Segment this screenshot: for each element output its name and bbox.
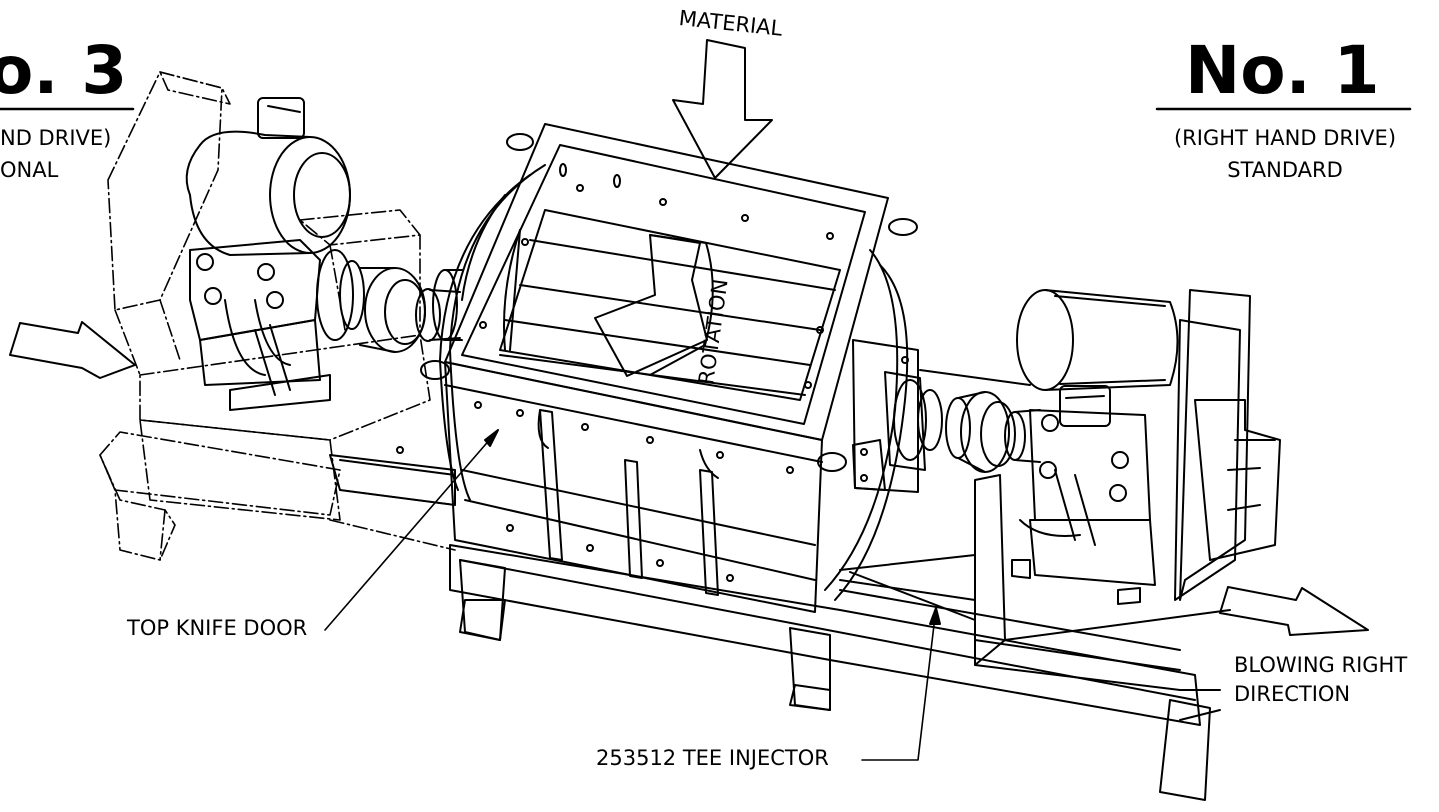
right-drive-title: No. 1	[1185, 32, 1380, 109]
top-knife-door-leader	[324, 429, 499, 631]
left-coupling	[316, 249, 461, 353]
right-bearing-plate	[852, 339, 943, 493]
left-drive-description-1: ND DRIVE)	[0, 126, 112, 150]
top-knife-door-label: TOP KNIFE DOOR	[127, 616, 308, 640]
base-stand	[329, 369, 1221, 801]
rotation-arrow	[594, 234, 714, 377]
blowing-direction-label-1: BLOWING RIGHT	[1234, 653, 1408, 677]
blowing-direction-label-2: DIRECTION	[1234, 682, 1351, 706]
tee-injector-arrowhead	[929, 607, 941, 625]
airlock-housing	[396, 123, 918, 613]
left-gear-reducer	[189, 239, 331, 411]
right-base-frame	[974, 289, 1281, 691]
tee-injector-leader	[861, 607, 937, 761]
right-drive-description-2: STANDARD	[1227, 158, 1343, 182]
outlet-flow-arrow	[1219, 586, 1369, 636]
left-drive-title: o. 3	[0, 32, 128, 109]
left-motor	[185, 97, 351, 256]
optional-left-drive	[99, 71, 456, 561]
right-coupling	[945, 391, 1041, 473]
right-gear-reducer	[1011, 409, 1156, 605]
inlet-flow-arrow	[9, 321, 136, 379]
right-motor	[1016, 289, 1179, 427]
material-arrow	[672, 39, 773, 179]
top-knife-door-arrowhead	[484, 429, 499, 447]
left-drive-description-2: ONAL	[0, 158, 59, 182]
tee-injector-label: 253512 TEE INJECTOR	[596, 746, 829, 770]
right-drive-description-1: (RIGHT HAND DRIVE)	[1173, 126, 1397, 150]
